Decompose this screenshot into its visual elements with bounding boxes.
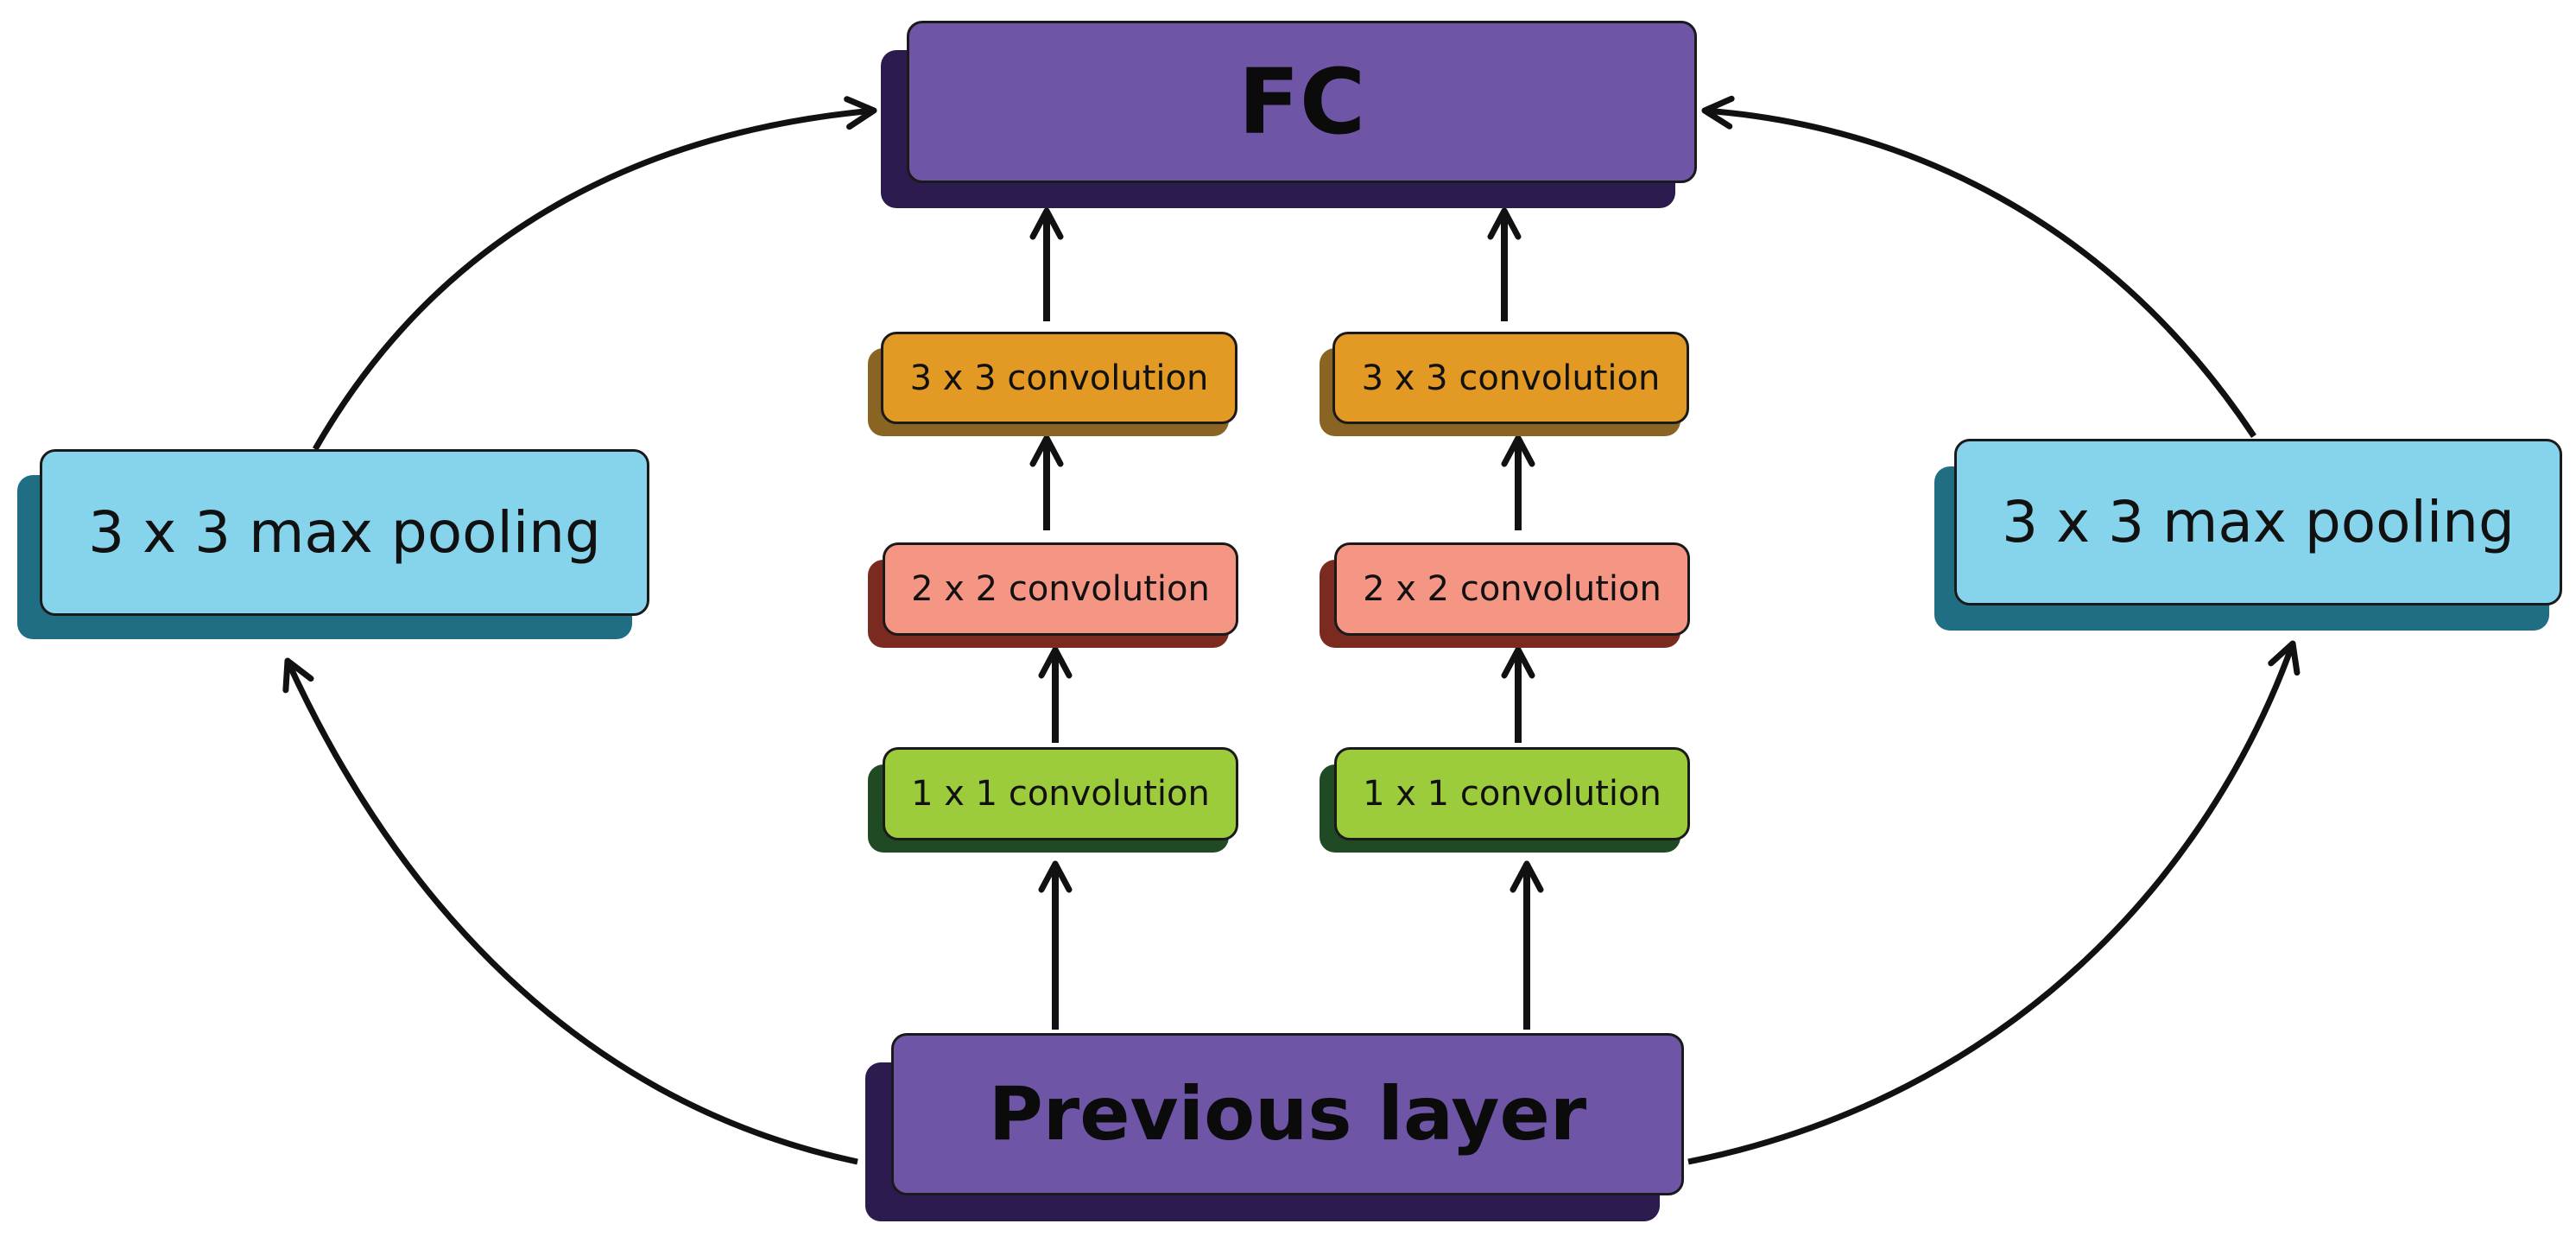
pooling-right-node: 3 x 3 max pooling — [1954, 439, 2562, 605]
flow-left-pool-to-fc — [312, 96, 877, 451]
b1-conv2-node: 2 x 2 convolution — [883, 542, 1238, 636]
b2-conv2-node: 2 x 2 convolution — [1334, 542, 1690, 636]
fc-node: FC — [907, 21, 1697, 183]
flow-prev-to-left-pool — [282, 657, 858, 1165]
previous-layer-node: Previous layer — [891, 1033, 1684, 1195]
b2-conv1-node: 1 x 1 convolution — [1334, 747, 1690, 840]
flow-right-pool-to-fc — [1701, 95, 2256, 438]
b1-conv1-node: 1 x 1 convolution — [883, 747, 1238, 840]
b2-conv3-node: 3 x 3 convolution — [1332, 332, 1689, 424]
flow-prev-to-right-pool — [1687, 640, 2301, 1165]
b1-conv3-node: 3 x 3 convolution — [881, 332, 1237, 424]
pooling-left-node: 3 x 3 max pooling — [40, 449, 649, 616]
